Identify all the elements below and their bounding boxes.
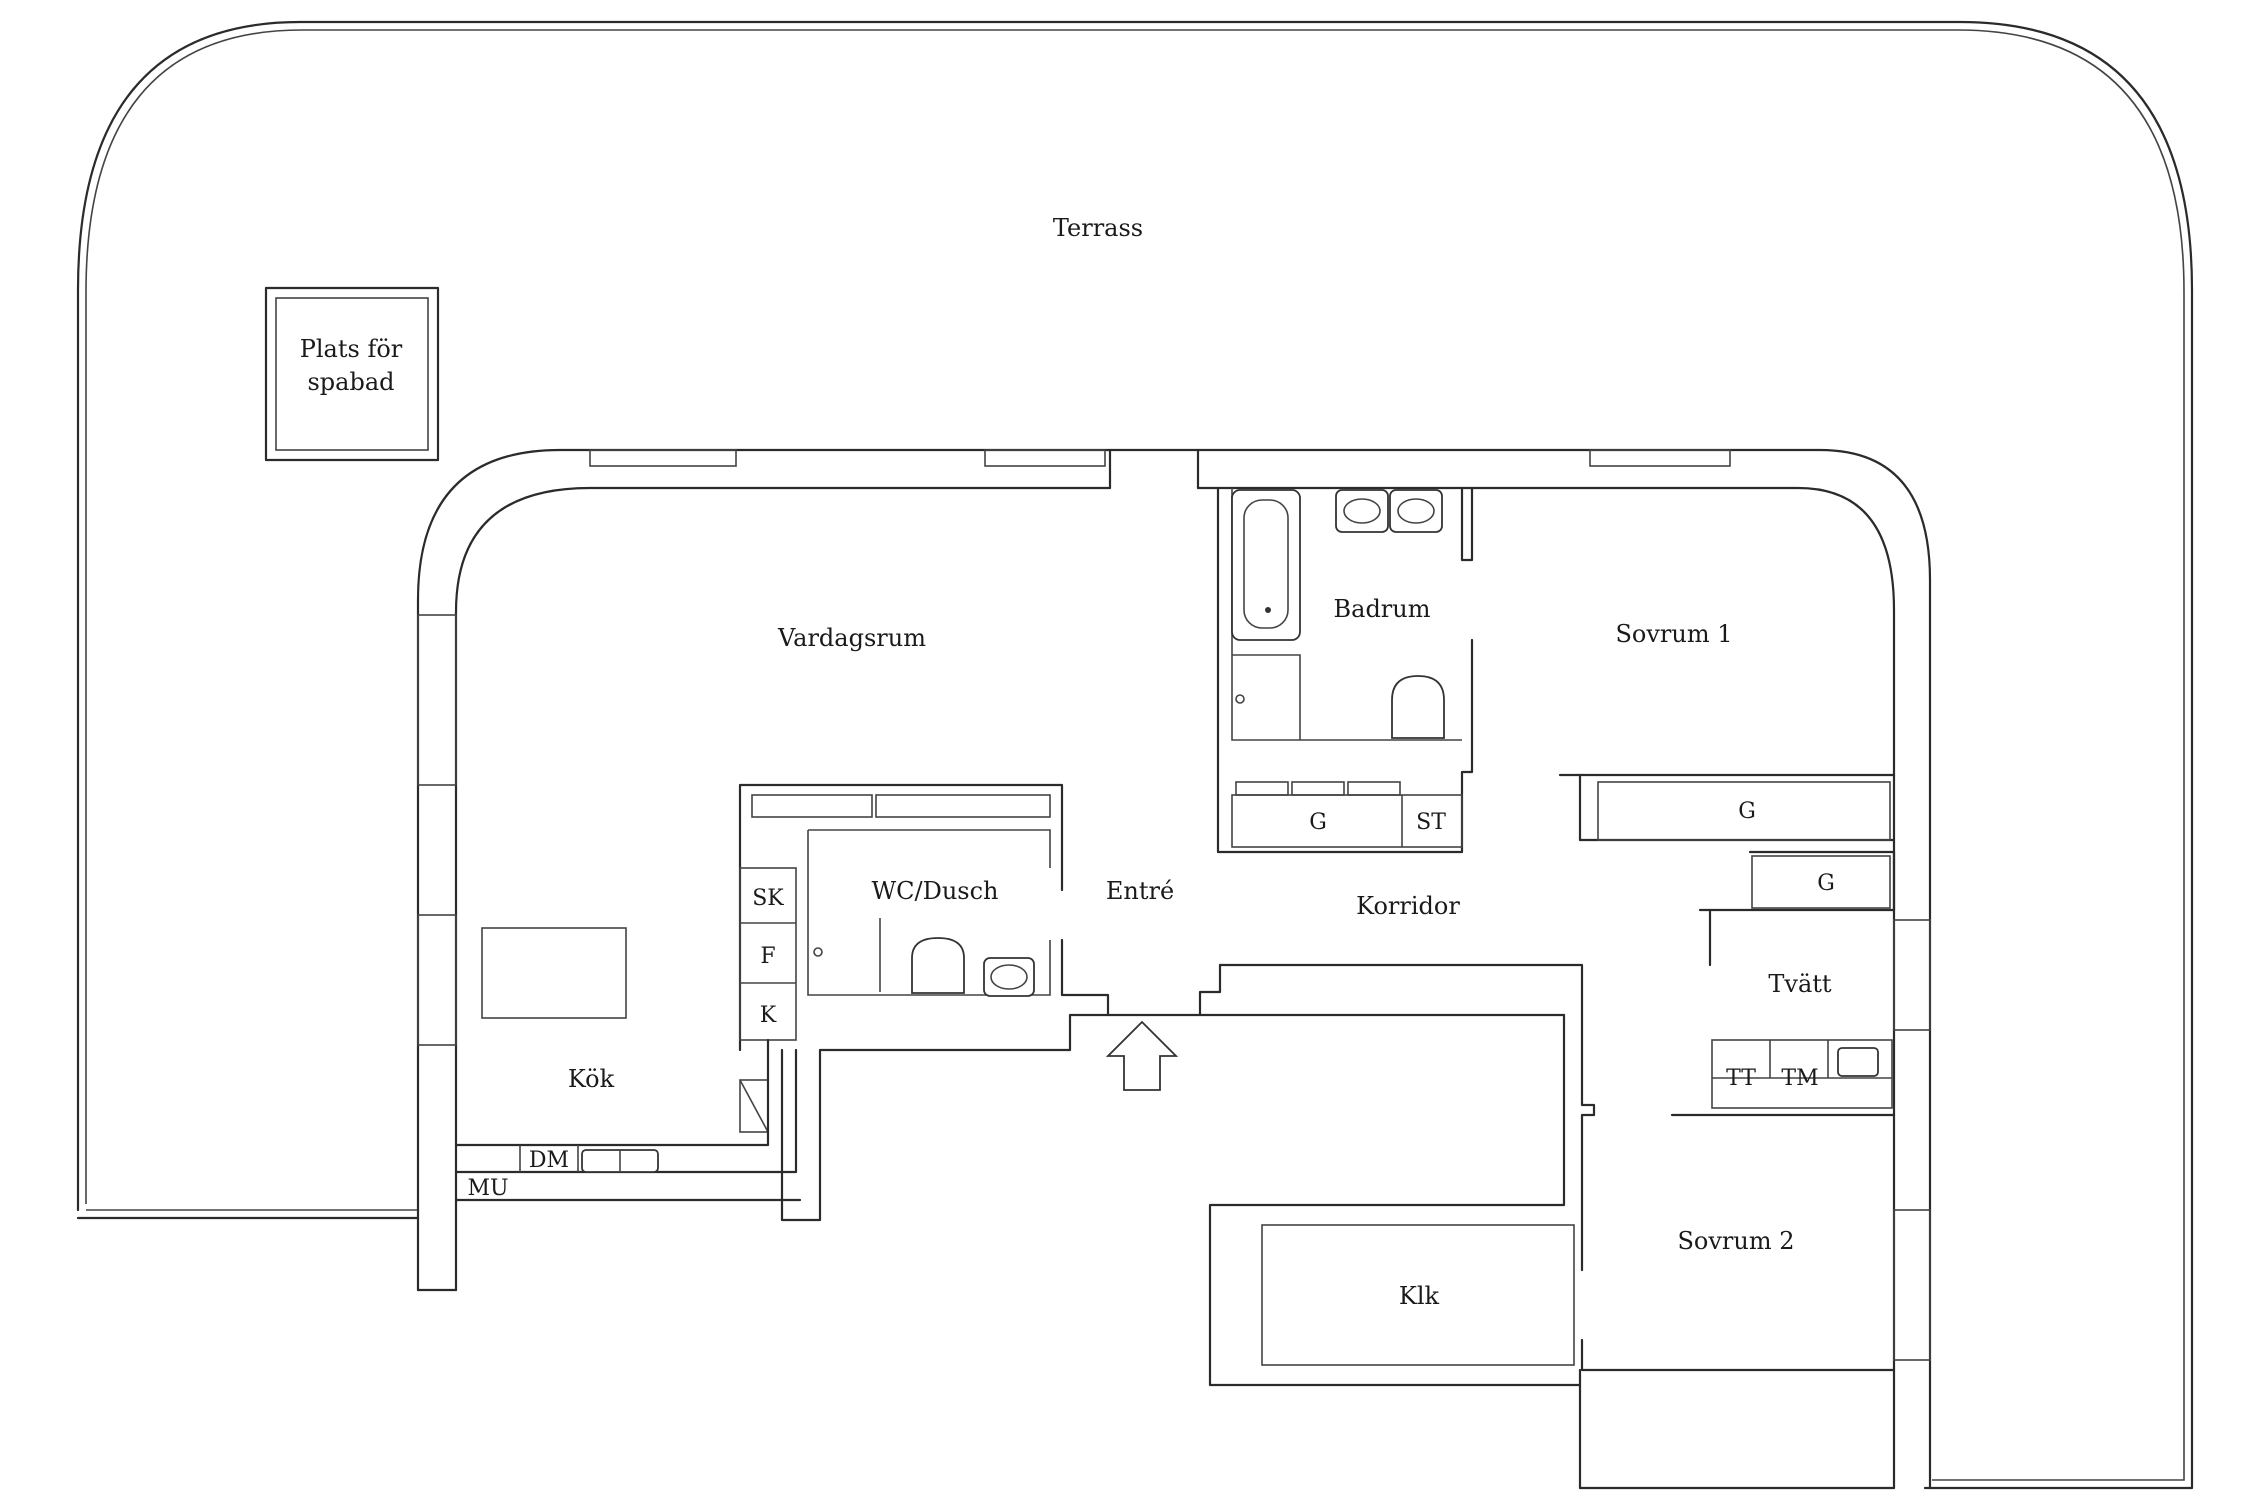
corridor-lower-wall	[1218, 963, 1596, 1272]
label-washer: TM	[1781, 1066, 1818, 1091]
label-dryer: TT	[1726, 1066, 1756, 1091]
wardrobe-g2	[1751, 855, 1891, 909]
toilet	[911, 937, 965, 994]
terrace-outline	[76, 20, 2194, 1490]
label-spa-line2: spabad	[307, 368, 394, 396]
label-corridor: Korridor	[1356, 892, 1460, 920]
closet-inner	[1261, 1224, 1575, 1366]
label-wardrobe-g2: G	[1817, 871, 1835, 896]
label-bathroom: Badrum	[1334, 595, 1431, 623]
window	[1893, 1209, 1931, 1361]
label-spa-line1: Plats för	[300, 335, 403, 363]
label-dishwasher: DM	[529, 1148, 569, 1173]
window	[984, 449, 1106, 467]
window	[589, 449, 737, 467]
label-laundry: Tvätt	[1768, 970, 1832, 998]
label-terrace: Terrass	[1053, 214, 1143, 242]
label-closet: Klk	[1399, 1282, 1440, 1310]
label-broom-cupboard: SK	[752, 886, 784, 911]
label-bedroom1: Sovrum 1	[1615, 620, 1732, 648]
label-cleaning-cabinet: ST	[1416, 810, 1446, 835]
wardrobe-g1	[1597, 781, 1891, 841]
entrance-arrow-icon	[1105, 1020, 1179, 1091]
window	[1589, 449, 1731, 467]
spa-frame-outer	[264, 286, 440, 462]
label-microwave: MU	[467, 1176, 508, 1201]
label-wardrobe-bath: G	[1309, 810, 1327, 835]
label-bedroom2: Sovrum 2	[1677, 1227, 1794, 1255]
label-freezer: F	[760, 944, 775, 969]
label-living: Vardagsrum	[777, 624, 926, 652]
label-kitchen: Kök	[568, 1065, 615, 1093]
toilet	[1391, 675, 1445, 739]
apartment-inner-wall	[454, 486, 1896, 1490]
window	[417, 914, 457, 1046]
kitchen-island	[481, 927, 627, 1019]
label-wc-shower: WC/Dusch	[871, 877, 998, 905]
bathtub	[1231, 489, 1301, 641]
wardrobe-cabinet	[1231, 794, 1463, 848]
sink	[1335, 489, 1389, 533]
closet-walls	[1208, 1013, 1582, 1387]
label-fridge: K	[760, 1003, 777, 1028]
label-entrance: Entré	[1106, 877, 1174, 905]
kitchen-counter	[454, 1038, 802, 1202]
window	[1893, 919, 1931, 1031]
entrance-walls	[780, 963, 1566, 1222]
apartment-outer-wall	[416, 448, 1932, 1490]
laundry-counter	[1711, 1039, 1893, 1109]
laundry-sink	[1837, 1047, 1879, 1077]
spa-frame-inner	[275, 297, 429, 451]
terrace-outline-inner	[85, 29, 2185, 1481]
window	[417, 614, 457, 786]
label-wardrobe-g1: G	[1738, 799, 1756, 824]
sink	[1389, 489, 1443, 533]
